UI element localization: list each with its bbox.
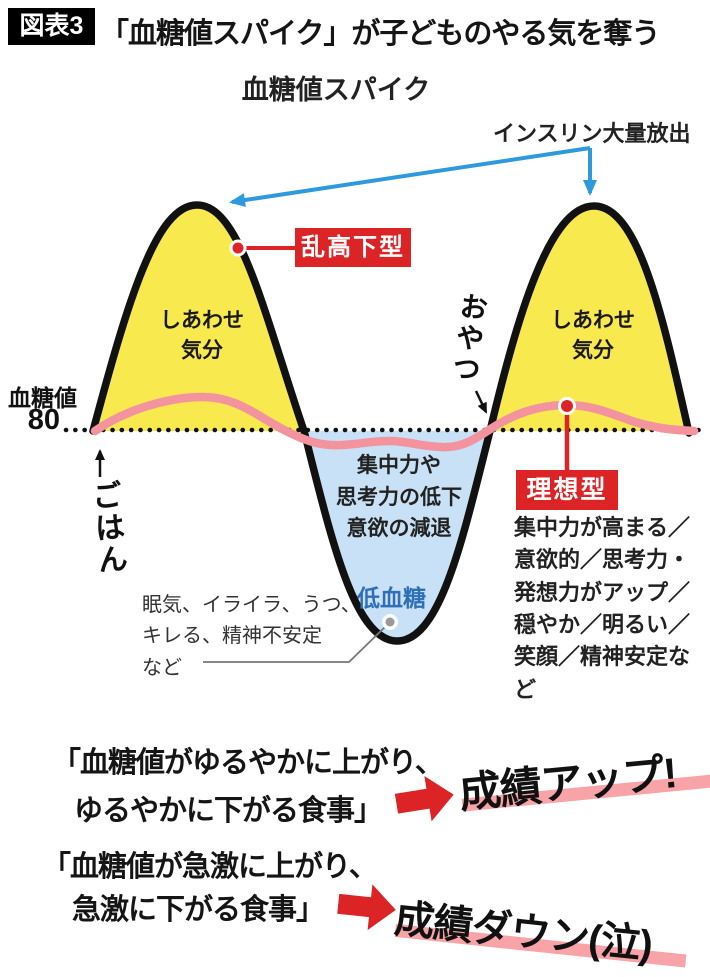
ideal-curve (90, 392, 699, 452)
bad-result-text: 成績ダウン(泣) (392, 896, 655, 968)
peak-fill-right (490, 206, 689, 431)
snack-arrow-icon (474, 390, 488, 414)
good-result: 成績アップ! (456, 739, 710, 821)
peak-fill-left (93, 205, 304, 431)
y-axis-label: 血糖値 (8, 385, 77, 411)
good-result-arrow-icon (394, 775, 454, 822)
bad-meal-line2: 急激に下がる食事」 (72, 894, 325, 926)
happy-mood-label-right: しあわせ 気分 (551, 309, 635, 363)
low-focus-text: 集中力や 思考力の低下 意欲の減退 (336, 454, 462, 540)
happy-mood-label-left: しあわせ 気分 (160, 309, 244, 363)
bad-result-arrow-icon (337, 884, 396, 931)
spike-curve (89, 201, 693, 645)
good-result-text: 成績アップ! (456, 749, 679, 817)
ideal-type-badge: 理想型 (516, 470, 618, 510)
insulin-release-label: インスリン大量放出 (493, 121, 691, 146)
good-meal-line2: ゆるやかに下がる食事」 (74, 795, 383, 827)
blood-sugar-chart (63, 146, 704, 663)
symptoms-callout-line (203, 625, 387, 663)
page-title: 「血糖値スパイク」が子どものやる気を奪う (100, 18, 660, 50)
bad-result: 成績ダウン(泣) (392, 886, 687, 971)
hypoglycemia-label: 低血糖 (357, 585, 426, 611)
chart-title: 血糖値スパイク (241, 75, 431, 105)
meal-label: ごはん (85, 478, 128, 578)
spike-type-badge: 乱高下型 (295, 228, 411, 267)
bad-meal-line1: 「血糖値が急激に上がり、 (42, 851, 378, 883)
ideal-benefits-text: 集中力が高まる／ 意欲的／思考力・ 発想力がアップ／ 穏やか／明るい／ 笑顔／精… (514, 515, 691, 702)
insulin-arrow-left-icon (229, 146, 591, 207)
good-meal-line1: 「血糖値がゆるやかに上がり、 (52, 747, 444, 779)
y-axis-value-80: 80 (27, 404, 60, 436)
figure-number-badge: 図表3 (8, 8, 95, 45)
hypoglycemia-symptoms: 眠気、イライラ、うつ、 キレる、精神不安定 など (142, 594, 361, 679)
